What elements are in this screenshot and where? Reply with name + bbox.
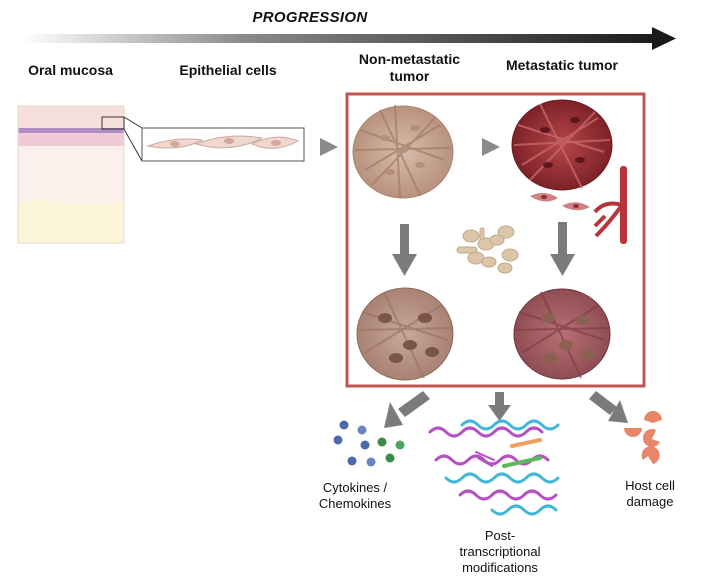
metastatic-infected-tumor [513,288,611,380]
outcome-label-post-line1: Post- [484,528,516,543]
stage-label-epithelial-cells: Epithelial cells [179,62,277,78]
epithelial-cells-illustration [141,127,305,162]
stage-label-non-metastatic-line2: tumor [389,68,430,84]
blood-vessel-illustration [530,166,627,244]
progression-title: PROGRESSION [252,9,368,26]
metastatic-tumor-cluster [511,99,613,191]
cytokines-illustration [333,420,405,467]
outcome-label-post-line3: modifications [462,560,538,575]
outcome-label-post-transcriptional: Post- transcriptional modifications [440,528,560,576]
output-arrow-post-transcriptional [488,392,511,421]
stage-label-oral-mucosa: Oral mucosa [28,62,113,78]
transition-arrow-1 [320,138,338,156]
rna-strands-illustration [428,419,560,516]
progression-arrow [22,27,676,50]
host-cell-damage-illustration [624,411,662,464]
outcome-label-post-line2: transcriptional [459,544,541,559]
outcome-label-cytokines: Cytokines / Chemokines [305,480,405,512]
stage-label-non-metastatic-line1: Non-metastatic [358,51,461,67]
outcome-label-host-line2: damage [626,494,674,509]
transition-arrow-2 [482,138,500,156]
non-metastatic-tumor-cluster [352,104,454,199]
non-metastatic-infected-tumor [356,287,454,381]
outcome-label-cytokines-line2: Chemokines [318,496,392,511]
outcome-label-host-damage: Host cell damage [610,478,690,510]
microbes-illustration [456,225,519,274]
tumor-box [345,92,646,388]
outcome-label-cytokines-line1: Cytokines / [322,480,388,495]
output-arrow-host-damage [589,391,628,423]
down-arrow-right [550,222,575,276]
down-arrow-left [392,224,417,276]
output-arrow-cytokines [384,391,430,428]
stage-label-non-metastatic: Non-metastatic tumor [342,51,477,85]
outcome-label-host-line1: Host cell [625,478,675,493]
stage-label-metastatic: Metastatic tumor [505,57,619,73]
oral-mucosa-illustration [17,105,143,244]
